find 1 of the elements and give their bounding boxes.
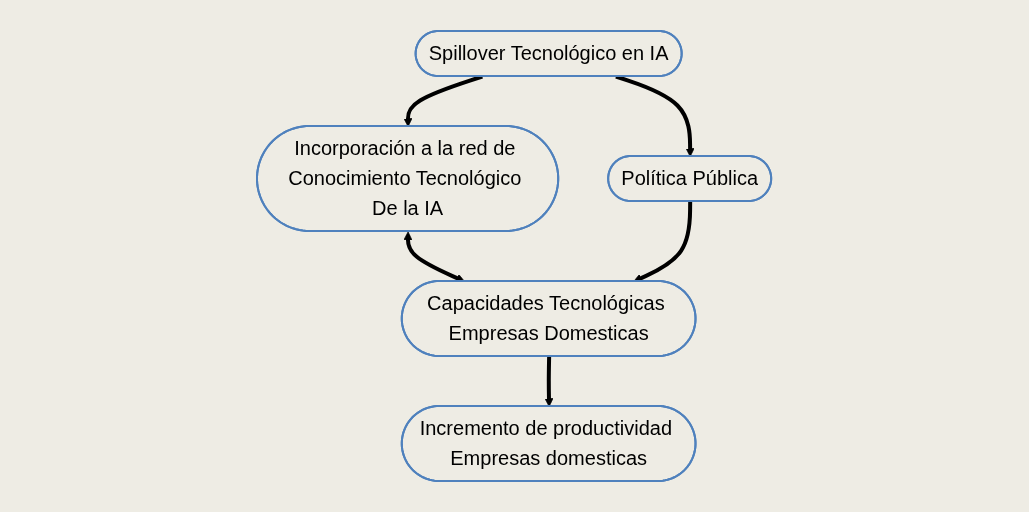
arrow [545,356,554,407]
